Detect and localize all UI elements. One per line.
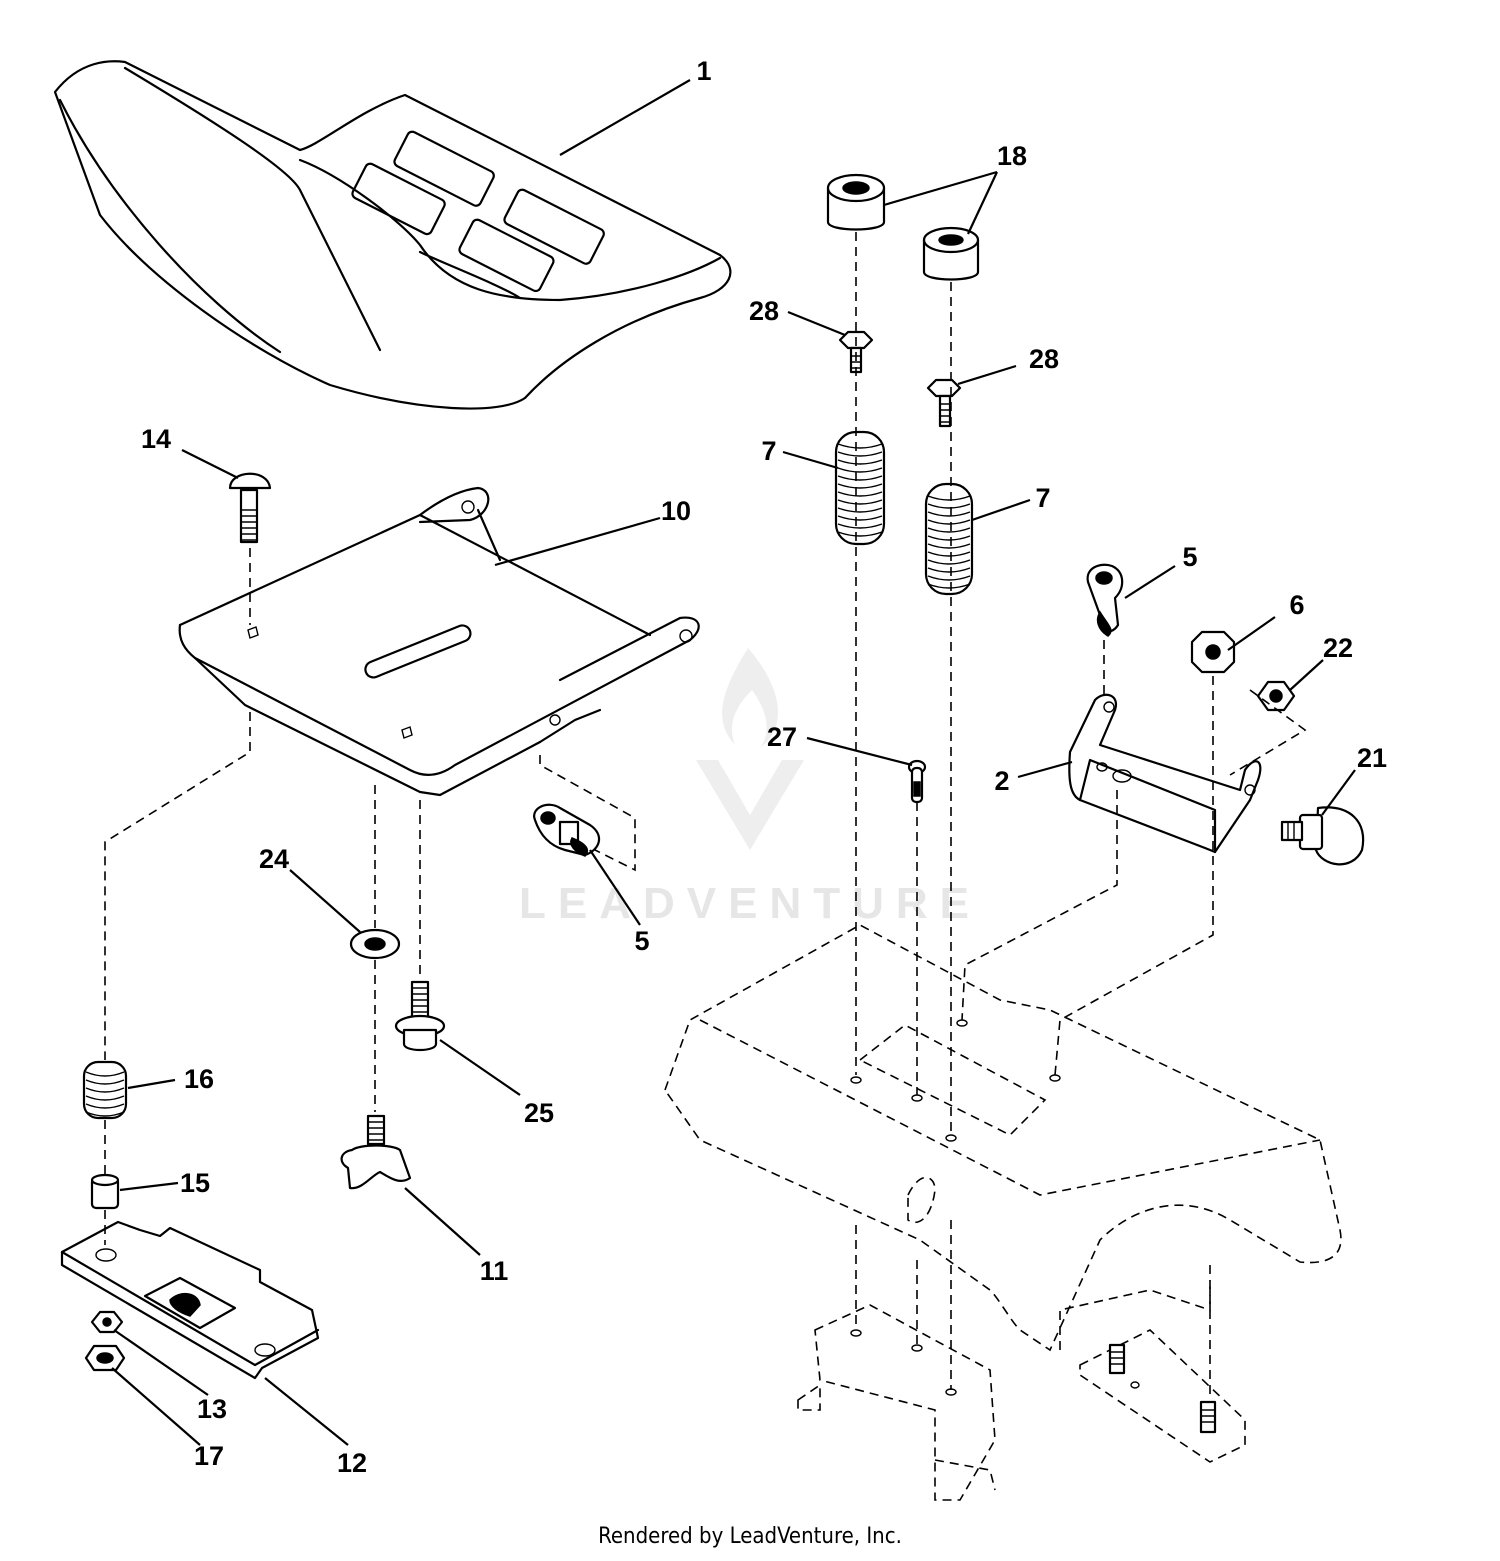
clip-part-upper	[1086, 563, 1124, 637]
callout-5-upper: 5	[1182, 542, 1197, 572]
callout-6: 6	[1289, 590, 1304, 620]
lock-nut-part	[1190, 630, 1236, 674]
chassis-stud-right	[1199, 1400, 1217, 1434]
callout-24: 24	[259, 844, 289, 874]
seat-part	[53, 60, 732, 410]
leader-lines	[111, 79, 1356, 1446]
flange-nut-part	[90, 1310, 124, 1334]
knob-part	[340, 1114, 412, 1190]
callout-16: 16	[184, 1064, 214, 1094]
flat-washer-part	[349, 928, 401, 960]
callout-5-lower: 5	[634, 926, 649, 956]
spring-part-left	[834, 430, 886, 546]
callout-18: 18	[997, 141, 1027, 171]
callout-2: 2	[994, 766, 1009, 796]
callout-14: 14	[141, 424, 171, 454]
callout-28-left: 28	[749, 296, 779, 326]
spring-part-right	[924, 482, 974, 596]
spacer-part-right	[922, 226, 980, 281]
bushing-part	[90, 1173, 120, 1210]
callout-13: 13	[197, 1394, 227, 1424]
callout-15: 15	[180, 1168, 210, 1198]
callout-12: 12	[337, 1448, 367, 1478]
chassis-stud-left	[1108, 1343, 1126, 1375]
callout-1: 1	[696, 56, 711, 86]
watermark-text: LEADVENTURE	[519, 879, 981, 928]
callout-25: 25	[524, 1098, 554, 1128]
footer-credit: Rendered by LeadVenture, Inc.	[598, 1524, 902, 1549]
spring-part-small	[82, 1060, 128, 1120]
assembly-lines	[104, 232, 1307, 1400]
plate-part	[60, 1220, 320, 1380]
chassis-outline	[664, 924, 1342, 1501]
callout-11: 11	[480, 1256, 509, 1286]
callout-7-right: 7	[1035, 483, 1050, 513]
watermark: LEADVENTURE	[519, 648, 981, 928]
hex-nut-part	[1256, 680, 1296, 712]
callouts: 1 18 28 28 7 7 5 6 22 21 2 27 14 10 24 5…	[141, 56, 1387, 1478]
callout-7-left: 7	[761, 436, 776, 466]
flange-bolt-part	[394, 980, 446, 1052]
callout-10: 10	[661, 496, 691, 526]
seat-pan-part	[178, 486, 700, 797]
callout-21: 21	[1357, 743, 1387, 773]
watermark-flame-icon	[696, 648, 804, 850]
spacer-part-left	[826, 173, 886, 231]
callout-28-right: 28	[1029, 344, 1059, 374]
callout-22: 22	[1323, 633, 1353, 663]
jam-nut-part	[84, 1344, 126, 1372]
callout-17: 17	[194, 1441, 224, 1471]
callout-27: 27	[767, 722, 797, 752]
pin-part	[907, 759, 927, 804]
shoulder-bolt-part	[1280, 806, 1365, 866]
carriage-bolt-part	[228, 472, 272, 544]
screw-part-right	[926, 378, 962, 428]
clip-part-lower	[533, 803, 601, 857]
